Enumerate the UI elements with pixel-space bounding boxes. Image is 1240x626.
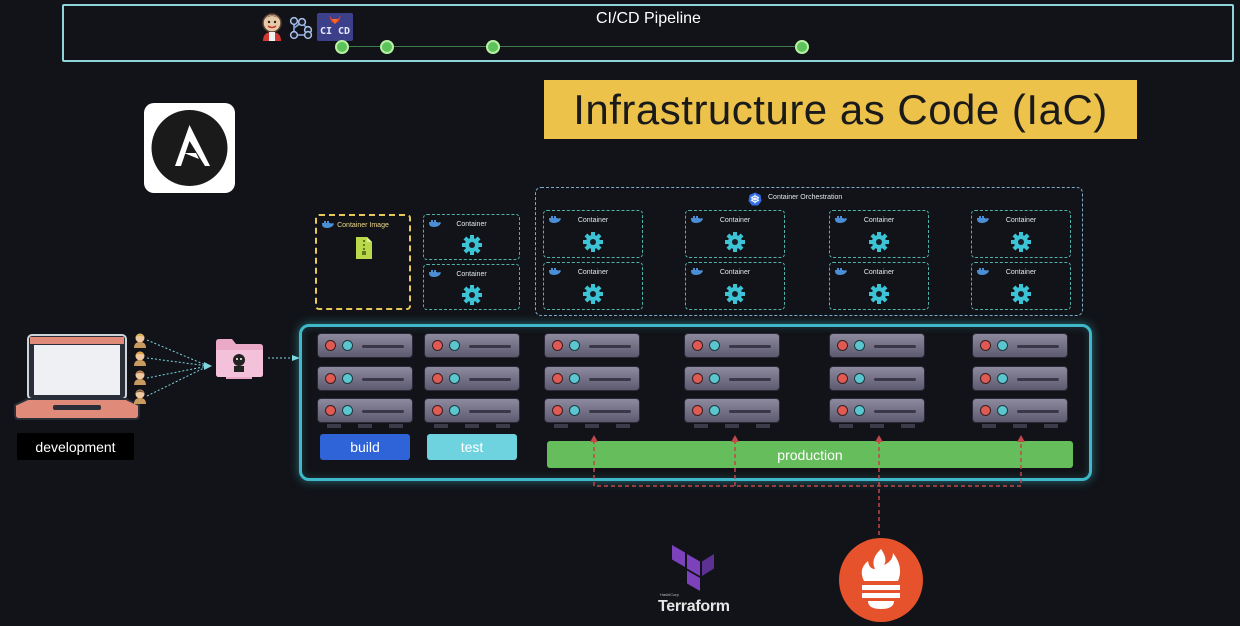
docker-icon [549, 216, 561, 223]
docker-icon [691, 268, 703, 275]
container-label: Container [456, 221, 487, 228]
container-box: Container [543, 262, 643, 310]
hashicorp-label: HashiCorp [660, 592, 679, 597]
container-box: Container [971, 262, 1071, 310]
server-rack-feet [554, 424, 630, 428]
server-icon [317, 366, 413, 391]
gear-icon [869, 284, 889, 304]
container-box: Container [829, 210, 929, 258]
server-icon [684, 366, 780, 391]
server-icon [544, 398, 640, 423]
kubernetes-icon [748, 192, 762, 206]
server-icon [972, 366, 1068, 391]
server-icon [684, 333, 780, 358]
server-rack-feet [434, 424, 510, 428]
pipeline-stage-dot[interactable] [486, 40, 500, 54]
container-label: Container [719, 217, 751, 224]
development-label: development [17, 433, 134, 460]
gear-icon [461, 235, 482, 255]
container-label: Container [719, 269, 751, 276]
developer-icon [134, 333, 146, 348]
server-icon [972, 333, 1068, 358]
container-label: Container [577, 269, 609, 276]
cicd-pipeline-panel [62, 4, 1234, 62]
server-rack-feet [839, 424, 915, 428]
production-button[interactable]: production [547, 441, 1073, 468]
orchestration-label: Container Orchestration [768, 194, 843, 201]
docker-icon [429, 220, 441, 227]
gear-icon [583, 232, 603, 252]
docker-icon [977, 216, 989, 223]
server-icon [544, 366, 640, 391]
docker-icon [977, 268, 989, 275]
cicd-badge-text: CI CD [319, 26, 351, 37]
container-box: Container [685, 262, 785, 310]
container-box: Container [971, 210, 1071, 258]
server-icon [317, 398, 413, 423]
container-box: Container [685, 210, 785, 258]
container-box: Container [829, 262, 929, 310]
git-folder-icon [216, 339, 263, 379]
container-image-label: Container Image [337, 222, 389, 229]
docker-icon [835, 216, 847, 223]
container-label: Container [1005, 217, 1037, 224]
git-icon [289, 16, 313, 40]
server-icon [424, 366, 520, 391]
gear-icon [461, 285, 482, 305]
gitlab-cicd-icon: CI CD [317, 13, 353, 41]
developer-icon [134, 370, 146, 385]
terraform-label: Terraform [658, 598, 730, 615]
ansible-icon [144, 103, 235, 193]
container-box: Container [543, 210, 643, 258]
container-label: Container [863, 217, 895, 224]
gear-icon [725, 284, 745, 304]
pipeline-title: CI/CD Pipeline [596, 10, 701, 27]
gear-icon [583, 284, 603, 304]
jenkins-icon [262, 13, 282, 41]
terraform-icon [672, 545, 714, 591]
gear-icon [1011, 284, 1031, 304]
developer-icon [134, 389, 146, 404]
build-button[interactable]: build [320, 434, 410, 460]
developer-icon [134, 351, 146, 366]
server-icon [829, 398, 925, 423]
pipeline-stage-dot[interactable] [335, 40, 349, 54]
server-rack-feet [982, 424, 1058, 428]
gear-icon [869, 232, 889, 252]
pipeline-track [342, 46, 802, 47]
docker-icon [835, 268, 847, 275]
server-rack-feet [694, 424, 770, 428]
server-icon [424, 398, 520, 423]
server-icon [424, 333, 520, 358]
container-label: Container [456, 271, 487, 278]
container-label: Container [1005, 269, 1037, 276]
gear-icon [1011, 232, 1031, 252]
server-icon [829, 366, 925, 391]
container-image-box: Container Image [315, 214, 411, 310]
container-box: Container [423, 264, 520, 310]
iac-banner: Infrastructure as Code (IaC) [544, 80, 1137, 139]
server-icon [972, 398, 1068, 423]
container-orchestration-box [535, 187, 1083, 316]
docker-icon [549, 268, 561, 275]
gear-icon [725, 232, 745, 252]
docker-icon [691, 216, 703, 223]
test-button[interactable]: test [427, 434, 517, 460]
laptop-icon [14, 334, 140, 420]
pipeline-stage-dot[interactable] [380, 40, 394, 54]
server-icon [829, 333, 925, 358]
prometheus-icon [839, 538, 923, 622]
pipeline-stage-dot[interactable] [795, 40, 809, 54]
docker-icon [429, 270, 441, 277]
container-label: Container [577, 217, 609, 224]
docker-icon [322, 221, 334, 228]
server-icon [684, 398, 780, 423]
server-rack-feet [327, 424, 403, 428]
server-icon [317, 333, 413, 358]
container-label: Container [863, 269, 895, 276]
zip-file-icon [356, 237, 372, 259]
iac-title: Infrastructure as Code (IaC) [573, 85, 1108, 133]
container-box: Container [423, 214, 520, 260]
server-icon [544, 333, 640, 358]
